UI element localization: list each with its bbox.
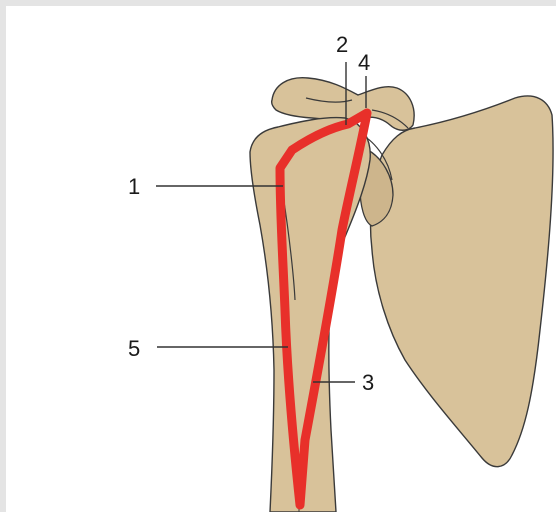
callout-label-1: 1 bbox=[128, 174, 140, 199]
shoulder-diagram: 1 2 3 4 5 bbox=[6, 6, 556, 512]
callout-label-3: 3 bbox=[362, 370, 374, 395]
callout-label-4: 4 bbox=[358, 50, 370, 75]
callout-label-2: 2 bbox=[336, 32, 348, 57]
scapula bbox=[370, 96, 553, 467]
diagram-panel: 1 2 3 4 5 bbox=[6, 6, 556, 512]
callout-label-5: 5 bbox=[128, 336, 140, 361]
